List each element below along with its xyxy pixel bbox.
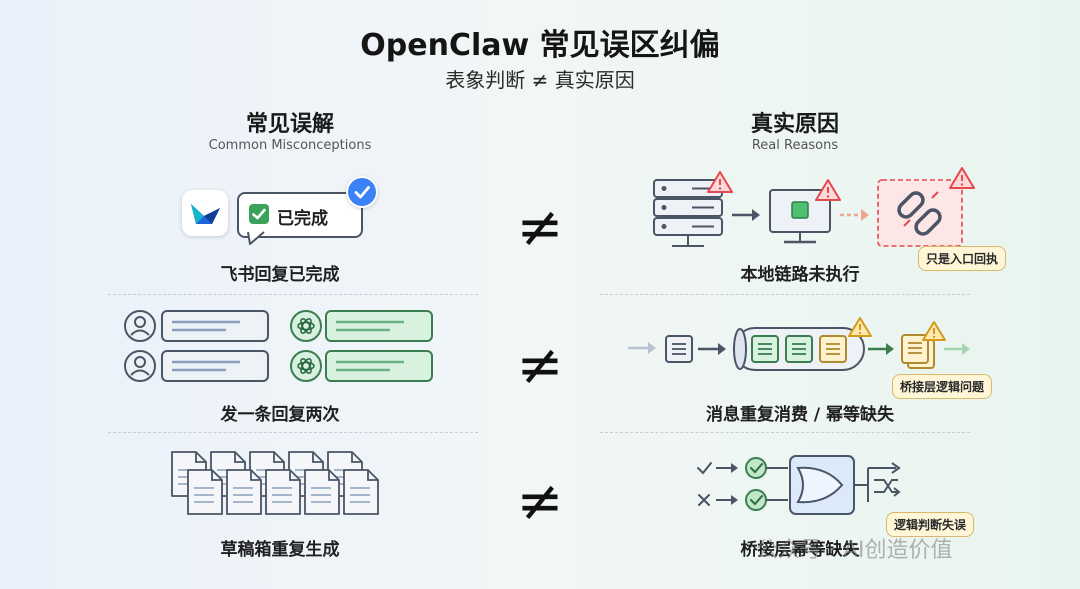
row-divider: [108, 432, 478, 433]
reply-card: [325, 350, 433, 382]
done-chat-bubble: 已完成: [237, 192, 363, 238]
warning-icon: [707, 171, 733, 193]
faded-green-arrow-icon: [944, 343, 970, 355]
page-title: OpenClaw 常见误区纠偏: [360, 28, 720, 63]
row-divider: [108, 294, 478, 295]
arrow-icon: [732, 209, 760, 221]
logic-gate-icon: [766, 455, 868, 515]
document-icon: [665, 335, 693, 363]
cross-mark-icon: [698, 494, 710, 506]
draft-document-icon: [226, 469, 262, 515]
user-avatar-icon: [124, 310, 156, 342]
chatgpt-icon: [290, 310, 322, 342]
left-column-subheading: Common Misconceptions: [208, 138, 372, 153]
warning-icon: [922, 321, 946, 341]
monitor-icon: [769, 189, 831, 244]
duplicate-drafts-diagram: [171, 451, 379, 515]
server-rack-icon: [653, 179, 723, 247]
warning-icon: [848, 317, 872, 337]
duplicate-document-icon: [901, 334, 935, 369]
broken-link-icon: [877, 179, 963, 247]
logic-gate-diagram: [697, 455, 901, 515]
warning-icon: [815, 179, 841, 201]
message-card: [161, 350, 269, 382]
row1-left-caption: 飞书回复已完成: [220, 265, 340, 285]
user-avatar-icon: [124, 350, 156, 382]
watermark: 公众号 · AI创造价值: [756, 538, 953, 563]
row-divider: [600, 294, 970, 295]
page-subtitle: 表象判断 ≠ 真实原因: [445, 68, 635, 92]
right-column-subheading: Real Reasons: [751, 138, 839, 153]
draft-document-icon: [304, 469, 340, 515]
local-pipeline-diagram: [653, 167, 975, 247]
draft-document-icon: [187, 469, 223, 515]
message-queue-diagram: [628, 317, 970, 371]
row2-right-caption: 消息重复消费 / 幂等缺失: [705, 405, 895, 425]
row3-right-caption: 桥接层幂等缺失: [740, 540, 860, 560]
arrow-icon: [698, 343, 726, 355]
bubble-tail-icon: [247, 231, 265, 245]
warning-icon: [949, 167, 975, 189]
bridge-logic-tag: 桥接层逻辑问题: [892, 374, 993, 399]
green-arrow-icon: [868, 343, 894, 355]
check-mark-icon: [697, 462, 712, 475]
not-equal-symbol: ≠: [516, 469, 564, 534]
chatgpt-icon: [290, 350, 322, 382]
row2-left-caption: 发一条回复两次: [220, 405, 340, 425]
done-bubble-text: 已完成: [277, 209, 328, 229]
left-column-heading: 常见误解: [245, 112, 334, 137]
not-equal-symbol: ≠: [516, 195, 564, 260]
green-check-icon: [745, 457, 767, 511]
draft-document-icon: [343, 469, 379, 515]
not-equal-symbol: ≠: [516, 333, 564, 398]
dashed-arrow-icon: [840, 209, 869, 221]
row3-left-caption: 草稿箱重复生成: [220, 540, 340, 560]
shuffle-icon: [867, 462, 901, 502]
row-divider: [600, 432, 970, 433]
arrow-icon: [716, 463, 738, 505]
queue-pipe-icon: [733, 327, 865, 371]
logic-error-tag: 逻辑判断失误: [886, 512, 975, 537]
reply-card: [325, 310, 433, 342]
message-card: [161, 310, 269, 342]
row1-right-caption: 本地链路未执行: [740, 265, 860, 285]
feishu-logo-icon: [182, 190, 228, 236]
draft-document-icon: [265, 469, 301, 515]
entry-receipt-tag: 只是入口回执: [918, 246, 1007, 271]
verified-check-icon: [346, 176, 378, 208]
right-column-heading: 真实原因: [750, 112, 839, 137]
duplicate-reply-diagram: [124, 310, 433, 382]
faded-arrow-icon: [628, 342, 656, 354]
check-box-icon: [249, 204, 269, 224]
